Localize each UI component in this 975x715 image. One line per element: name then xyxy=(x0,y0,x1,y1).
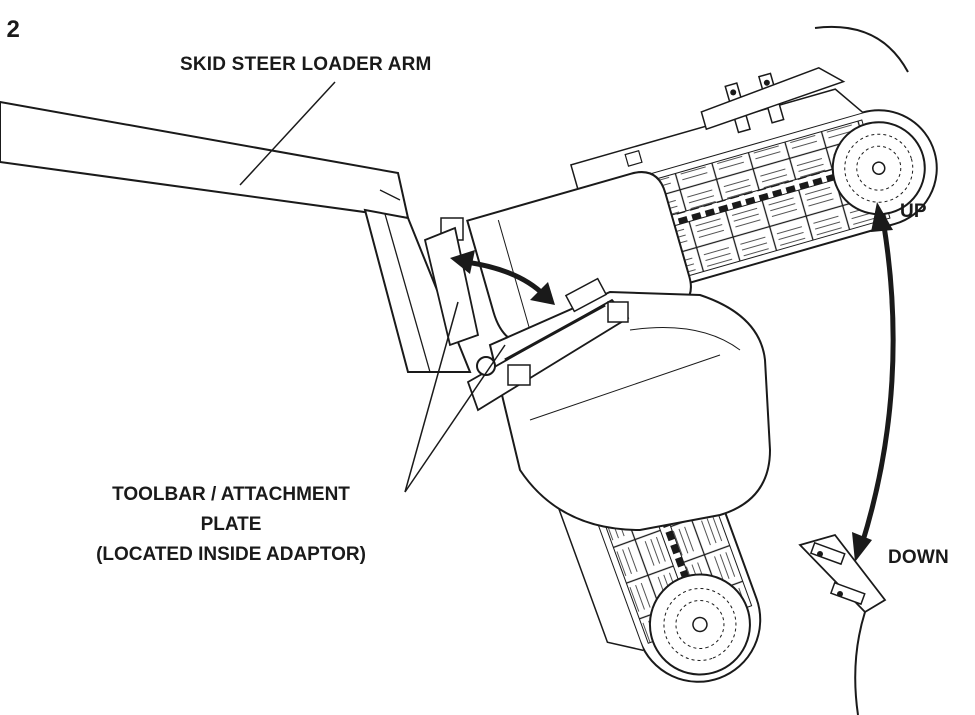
pivot-arrow xyxy=(450,250,555,305)
lower-rotation-arc xyxy=(854,611,866,715)
down-label: DOWN xyxy=(888,547,949,568)
adaptor-housing xyxy=(466,277,772,532)
loader-arm-label: SKID STEER LOADER ARM xyxy=(180,54,432,75)
toolbar-plate xyxy=(423,226,480,347)
upper-attachment xyxy=(466,67,938,348)
loader-arm xyxy=(0,100,472,373)
leader-lines xyxy=(239,81,506,493)
toolbar-label: TOOLBAR / ATTACHMENT PLATE (LOCATED INSI… xyxy=(40,480,422,570)
up-down-arrow xyxy=(852,202,896,562)
toolbar-label-line-3: (LOCATED INSIDE ADAPTOR) xyxy=(96,544,366,565)
lower-bracket xyxy=(798,533,887,614)
figure-number: 2 xyxy=(6,18,20,42)
toolbar-label-line-1: TOOLBAR / ATTACHMENT xyxy=(112,484,350,505)
upper-rotation-arc xyxy=(814,26,909,73)
up-label: UP xyxy=(900,201,927,222)
toolbar-label-line-2: PLATE xyxy=(200,514,262,535)
